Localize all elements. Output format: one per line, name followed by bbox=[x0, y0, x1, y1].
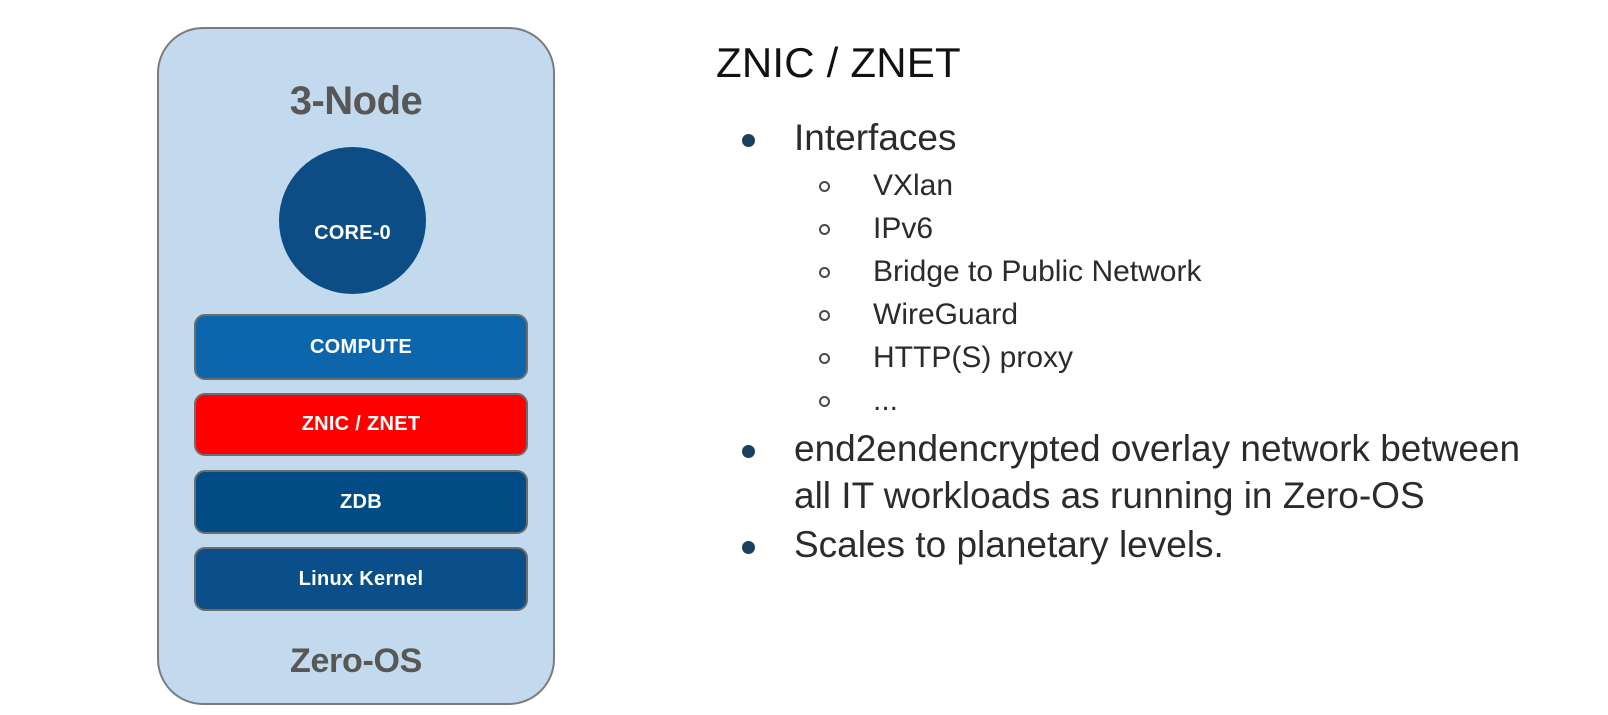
layer-box-znic-znet: ZNIC / ZNET bbox=[194, 393, 528, 456]
list-item: ... bbox=[794, 379, 1556, 422]
list-item: Scales to planetary levels. bbox=[716, 521, 1556, 568]
bullet-dot-icon bbox=[742, 134, 755, 148]
sub-item-label: WireGuard bbox=[873, 298, 1019, 332]
list-item: Interfaces VXlan IPv6 Bridge to Public N… bbox=[716, 114, 1556, 422]
layer-label-zdb: ZDB bbox=[339, 490, 382, 513]
list-item-label: end2endencrypted overlay network between… bbox=[794, 427, 1521, 517]
list-item: HTTP(S) proxy bbox=[794, 336, 1556, 379]
sub-item-label: HTTP(S) proxy bbox=[873, 341, 1074, 375]
sub-item-label: ... bbox=[873, 384, 899, 418]
sub-item-label: IPv6 bbox=[873, 211, 934, 245]
list-item-label: Scales to planetary levels. bbox=[794, 524, 1224, 566]
sub-bullet-circle-icon bbox=[819, 310, 830, 322]
page-title: ZNIC / ZNET bbox=[716, 39, 961, 86]
core-0-circle: CORE-0 bbox=[279, 147, 426, 294]
list-item: Bridge to Public Network bbox=[794, 250, 1556, 293]
sub-bullet-circle-icon bbox=[819, 223, 830, 235]
sub-bullet-list: VXlan IPv6 Bridge to Public Network Wire… bbox=[794, 164, 1556, 423]
sub-bullet-circle-icon bbox=[819, 266, 830, 278]
list-item: end2endencrypted overlay network between… bbox=[716, 425, 1556, 520]
node-panel-footer: Zero-OS bbox=[289, 642, 423, 680]
content-area: ZNIC / ZNET Interfaces VXlan IPv6 Bridge… bbox=[716, 39, 1556, 571]
layer-label-znic-znet: ZNIC / ZNET bbox=[301, 413, 421, 435]
bullet-dot-icon bbox=[742, 444, 755, 458]
list-item: VXlan bbox=[794, 164, 1556, 207]
list-item: IPv6 bbox=[794, 207, 1556, 250]
list-item: WireGuard bbox=[794, 293, 1556, 336]
layer-box-zdb: ZDB bbox=[194, 470, 528, 534]
sub-bullet-circle-icon bbox=[819, 396, 830, 408]
layer-label-compute: COMPUTE bbox=[309, 335, 413, 358]
list-item-label: Interfaces bbox=[794, 117, 957, 159]
sub-bullet-circle-icon bbox=[819, 180, 830, 192]
bullet-dot-icon bbox=[742, 541, 755, 555]
sub-bullet-circle-icon bbox=[819, 353, 830, 365]
layer-box-linux-kernel: Linux Kernel bbox=[194, 547, 528, 611]
bullet-list: Interfaces VXlan IPv6 Bridge to Public N… bbox=[716, 114, 1556, 569]
node-panel-title: 3-Node bbox=[289, 79, 423, 123]
sub-item-label: Bridge to Public Network bbox=[873, 254, 1202, 288]
layer-label-linux-kernel: Linux Kernel bbox=[298, 567, 424, 590]
layer-box-compute: COMPUTE bbox=[194, 314, 528, 380]
core-0-label: CORE-0 bbox=[314, 222, 391, 244]
three-node-panel: 3-Node CORE-0 COMPUTE ZNIC / ZNET ZDB Li… bbox=[157, 27, 555, 705]
sub-item-label: VXlan bbox=[873, 168, 954, 202]
